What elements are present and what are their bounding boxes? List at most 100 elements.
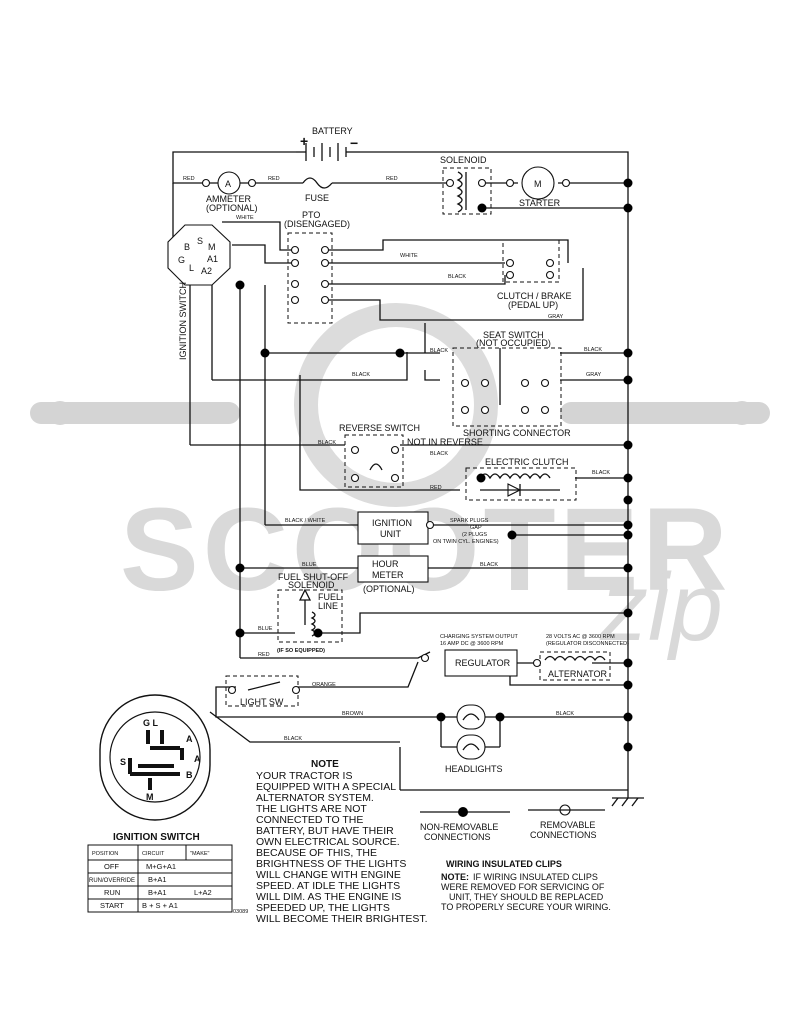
note-line: SPEED. AT IDLE THE LIGHTS — [256, 880, 400, 892]
junction-dot — [623, 203, 633, 213]
clips-title: WIRING INSULATED CLIPS — [446, 859, 562, 869]
junction-dot — [476, 473, 486, 483]
junction-dot — [260, 348, 270, 358]
seat-switch-label: SEAT SWITCH — [483, 330, 544, 340]
note-title: NOTE — [311, 759, 339, 770]
regulator: REGULATOR CHARGING SYSTEM OUTPUT 16 AMP … — [440, 634, 519, 677]
note-line: THE LIGHTS ARE NOT — [256, 803, 367, 815]
table-cell: L+A2 — [194, 888, 212, 897]
fuse-label: FUSE — [305, 193, 329, 203]
junction-dot — [623, 348, 633, 358]
table-cell: RUN — [104, 888, 120, 897]
electric-clutch-label: ELECTRIC CLUTCH — [485, 457, 569, 467]
note-line: EQUIPPED WITH A SPECIAL — [256, 781, 396, 793]
junction-dot — [623, 608, 633, 618]
wire-black-white-label: BLACK / WHITE — [285, 518, 326, 524]
clips-line: WERE REMOVED FOR SERVICING OF — [441, 882, 605, 892]
fuel-shutoff-solenoid: FUEL SHUT-OFF SOLENOID FUEL LINE (IF SO … — [258, 572, 349, 658]
clips-line: IF WIRING INSULATED CLIPS — [473, 872, 598, 882]
hour-meter-label-2: METER — [372, 570, 404, 580]
starter-symbol: M — [534, 179, 542, 189]
wire-orange-label: ORANGE — [312, 682, 336, 688]
note-line: BATTERY, BUT HAVE THEIR — [256, 825, 394, 837]
legend-non-removable-2: CONNECTIONS — [424, 832, 491, 842]
solenoid-label: SOLENOID — [440, 155, 487, 165]
terminal-b: B — [184, 242, 190, 252]
plug-label-a2: A — [194, 754, 201, 764]
junction-dot — [623, 520, 633, 530]
clips-note-label: NOTE: — [441, 872, 469, 882]
document-number: 03089 — [233, 909, 248, 915]
ac-output-label-2: (REGULATOR DISCONNECTED) — [546, 641, 629, 647]
ignition-table: POSITION CIRCUIT "MAKE" OFF M+G+A1 RUN/O… — [87, 844, 248, 915]
not-in-reverse-label: NOT IN REVERSE — [407, 437, 483, 447]
junction-dot — [313, 628, 323, 638]
junction-dot — [623, 658, 633, 668]
table-cell: RUN/OVERRIDE — [89, 878, 135, 884]
clips-line: TO PROPERLY SECURE YOUR WIRING. — [441, 902, 611, 912]
shorting-connector-label: SHORTING CONNECTOR — [463, 428, 571, 438]
table-header-position: POSITION — [92, 851, 118, 857]
wire-red-label: RED — [386, 176, 398, 182]
positive-terminal-icon: + — [300, 133, 308, 149]
table-cell: B+A1 — [148, 888, 167, 897]
junction-dot — [623, 440, 633, 450]
plug-label-gl: G L — [143, 718, 159, 728]
wire-black-label: BLACK — [584, 347, 602, 353]
battery-label: BATTERY — [312, 126, 353, 136]
wire-black-label: BLACK — [318, 440, 336, 446]
wire-white-label: WHITE — [236, 215, 254, 221]
wire-blue-label: BLUE — [302, 562, 317, 568]
pto-label: PTO — [302, 210, 320, 220]
wire-white-label: WHITE — [400, 253, 418, 259]
spark-plugs-label-2: GAP — [470, 525, 482, 531]
table-cell: M+G+A1 — [146, 862, 176, 871]
fuse: FUSE — [302, 177, 333, 203]
junction-dot — [623, 530, 633, 540]
terminal-m: M — [208, 242, 216, 252]
connector-circles — [201, 178, 571, 816]
fuel-solenoid-label-2: SOLENOID — [288, 580, 335, 590]
spark-plugs-label-1: SPARK PLUGS — [450, 518, 489, 524]
table-cell: B + S + A1 — [142, 901, 178, 910]
junction-dots — [235, 178, 633, 752]
seat-switch: SEAT SWITCH (NOT OCCUPIED) SHORTING CONN… — [352, 330, 602, 438]
junction-dot — [623, 712, 633, 722]
wire-black-label: BLACK — [592, 470, 610, 476]
junction-dot — [235, 628, 245, 638]
wire-gray-label: GRAY — [548, 314, 564, 320]
reverse-switch-label: REVERSE SWITCH — [339, 423, 420, 433]
clutch-brake-switch: CLUTCH / BRAKE (PEDAL UP) WHITE BLACK GR… — [400, 239, 572, 320]
terminal-a1: A1 — [207, 254, 218, 264]
junction-dot — [623, 178, 633, 188]
terminal-g: G — [178, 255, 185, 265]
note-line: WILL DIM. AS THE ENGINE IS — [256, 891, 401, 903]
alternator-label: ALTERNATOR — [548, 669, 608, 679]
wire-black-label: BLACK — [352, 372, 370, 378]
ignition-switch-connector: B S M G L A1 A2 IGNITION SWITCH WHITE — [167, 215, 254, 360]
junction-dot — [235, 280, 245, 290]
hour-meter-label-1: HOUR — [372, 559, 399, 569]
note-line: WILL BECOME THEIR BRIGHTEST. — [256, 913, 428, 925]
wire-brown-label: BROWN — [342, 711, 363, 717]
hour-meter-optional: (OPTIONAL) — [363, 584, 415, 594]
alternator: ALTERNATOR 28 VOLTS AC @ 3600 RPM (REGUL… — [539, 634, 629, 681]
headlights: HEADLIGHTS — [445, 704, 503, 774]
ammeter-label: AMMETER — [206, 194, 252, 204]
junction-dot — [623, 680, 633, 690]
junction-dot — [623, 495, 633, 505]
wire-black-label: BLACK — [448, 274, 466, 280]
note-line: BRIGHTNESS OF THE LIGHTS — [256, 858, 406, 870]
legend-removable-2: CONNECTIONS — [530, 830, 597, 840]
connection-legend: NON-REMOVABLE CONNECTIONS REMOVABLE CONN… — [420, 807, 605, 842]
negative-terminal-icon: − — [350, 135, 358, 151]
plug-label-m: M — [146, 792, 154, 802]
hour-meter: HOUR METER (OPTIONAL) BLUE BLACK — [302, 555, 498, 594]
ignition-unit-label-2: UNIT — [380, 529, 401, 539]
if-so-equipped-label: (IF SO EQUIPPED) — [277, 648, 325, 654]
pto-switch: PTO (DISENGAGED) — [284, 210, 350, 324]
junction-dot — [623, 742, 633, 752]
wire-black-label: BLACK — [430, 348, 448, 354]
plug-label-s: S — [120, 757, 126, 767]
